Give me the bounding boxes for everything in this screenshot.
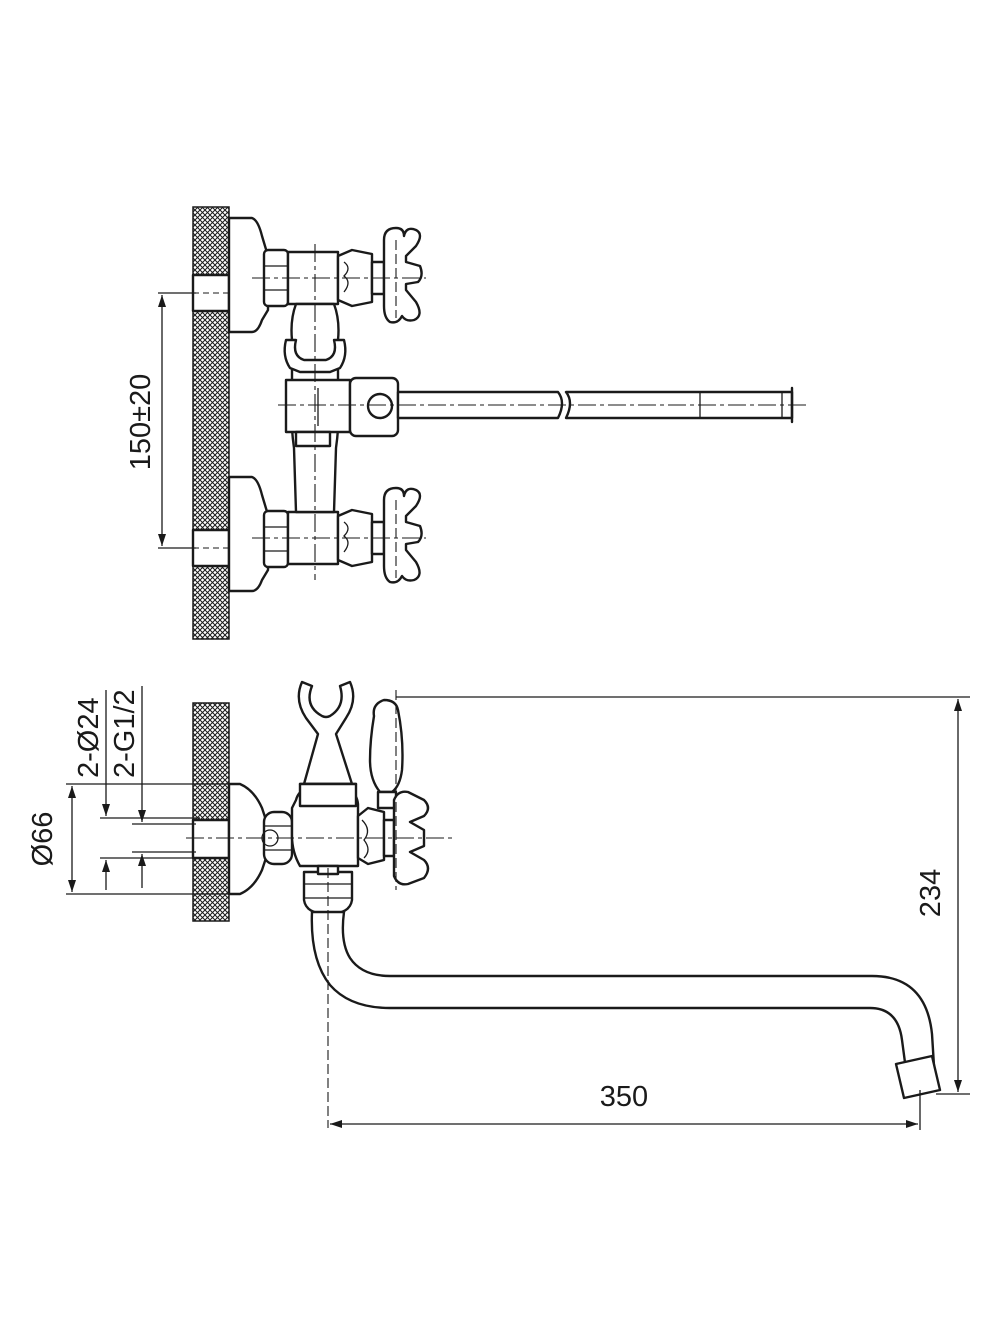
- shower-holder-front: [283, 338, 347, 374]
- cross-handle-upper[interactable]: [382, 226, 423, 324]
- wall-flange-lower: [227, 475, 270, 593]
- wall-flange-upper: [227, 216, 270, 334]
- dim-pipe-diameter: 2-Ø24: [73, 697, 105, 778]
- inlet-pipe-side: [191, 818, 231, 860]
- spout-swivel-nut-side: [302, 870, 354, 916]
- cross-handle-lower[interactable]: [382, 486, 423, 584]
- aerator: [894, 1054, 942, 1100]
- spout-curved: [310, 910, 936, 1072]
- lever-handle[interactable]: [368, 698, 404, 794]
- dim-spout-reach: 350: [600, 1081, 648, 1113]
- dim-inlet-spacing: 150±20: [125, 374, 157, 471]
- shower-holder-side: [297, 680, 355, 786]
- dim-height: 234: [915, 869, 947, 917]
- dim-thread: 2-G1/2: [109, 689, 141, 778]
- wall-hatch-top: [192, 206, 230, 640]
- front-view: 150±20: [125, 206, 806, 640]
- side-view: Ø66 2-Ø24 2-G1/2 234 350: [27, 680, 970, 1130]
- dim-flange-diameter: Ø66: [27, 812, 59, 867]
- wall-flange-side: [227, 782, 268, 896]
- eccentric-nut-lower: [262, 509, 290, 569]
- wall-hatch-bottom: [192, 702, 230, 922]
